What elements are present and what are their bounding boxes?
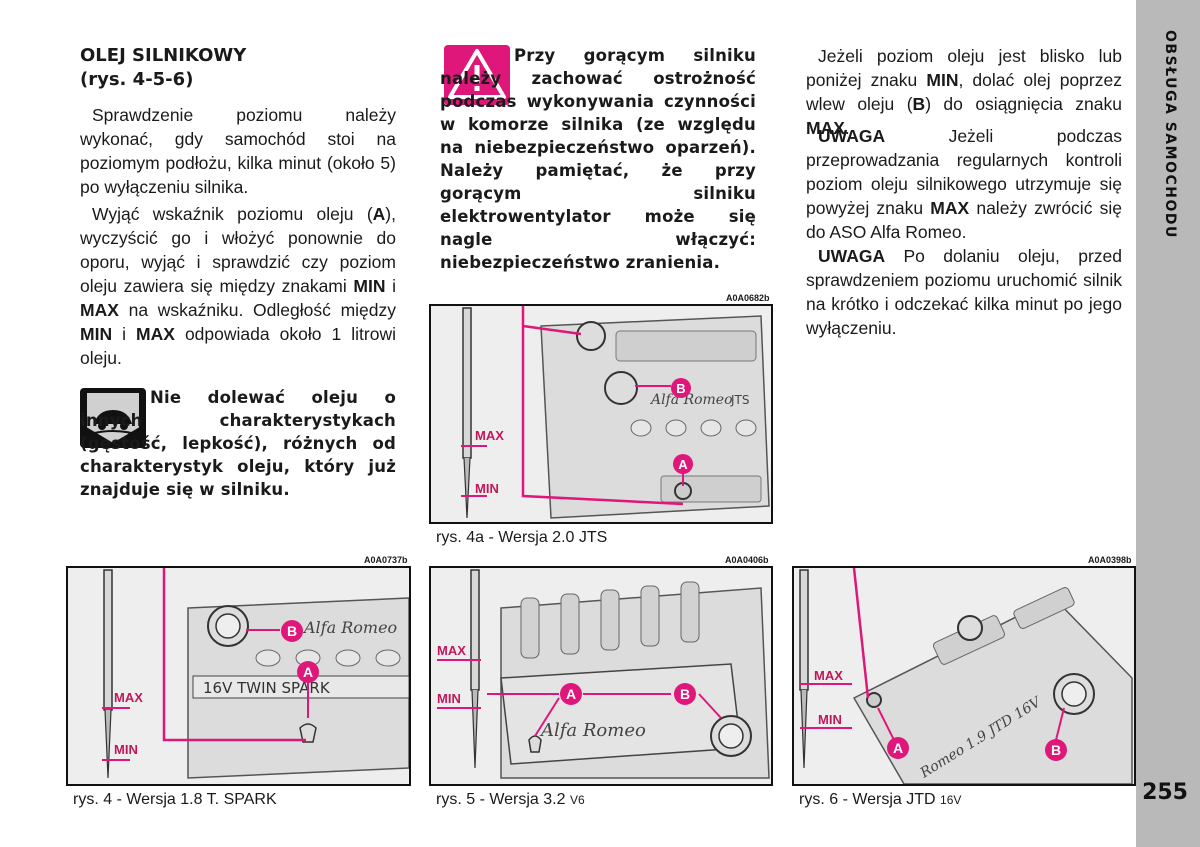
chapter-sidebar: OBSŁUGA SAMOCHODU 255 (1136, 0, 1200, 847)
figure-5-engine-3-2-v6: Alfa Romeo MAX MIN A B (429, 566, 773, 786)
callout-b: B (1051, 742, 1061, 758)
section-title: OLEJ SILNIKOWY (80, 45, 247, 66)
figure-4-caption: rys. 4 - Wersja 1.8 T. SPARK (73, 791, 277, 808)
car-on-oil-icon (80, 388, 146, 448)
figure-code: A0A0682b (726, 293, 770, 303)
figure-4a-engine-2-0-jts: Alfa Romeo JTS MAX MIN B A (429, 304, 773, 524)
figure-code: A0A0398b (1088, 555, 1132, 565)
min-label: MIN (114, 742, 138, 757)
chapter-title: OBSŁUGA SAMOCHODU (1162, 30, 1178, 239)
warning-triangle-icon (444, 45, 510, 105)
max-label: MAX (114, 690, 143, 705)
brand-logo-text: Alfa Romeo (539, 720, 646, 741)
figure-reference: rys. 4-5-6 (88, 69, 186, 90)
brand-logo-text: Alfa Romeo (302, 618, 397, 637)
callout-a: A (678, 457, 688, 472)
page-number: 255 (1142, 780, 1188, 805)
figure-4a-caption: rys. 4a - Wersja 2.0 JTS (436, 529, 608, 546)
paragraph-note-2: UWAGA Po dolaniu oleju, przed sprawdzeni… (806, 246, 1122, 338)
max-label: MAX (475, 428, 504, 443)
max-label: MAX (437, 643, 466, 658)
callout-a: A (566, 686, 576, 702)
section-subtitle: (rys. 4-5-6) (80, 69, 194, 90)
figure-4-engine-1-8-t-spark: 16V TWIN SPARK Alfa Romeo MAX MIN B A (66, 566, 411, 786)
brand-logo-text: Alfa Romeo (649, 392, 733, 408)
min-label: MIN (437, 691, 461, 706)
figure-code: A0A0737b (364, 555, 408, 565)
callout-b: B (680, 686, 690, 702)
callout-b: B (676, 381, 685, 396)
figure-6-caption: rys. 6 - Wersja JTD 16V (799, 791, 962, 808)
oil-type-note: Nie dolewać oleju o innych charakterysty… (80, 388, 396, 499)
engine-badge-text: 16V TWIN SPARK (203, 679, 331, 697)
hot-engine-warning: Przy gorącym silniku należy zachować ost… (440, 46, 756, 272)
callout-a: A (893, 740, 903, 756)
min-label: MIN (818, 712, 842, 727)
section-heading: OLEJ SILNIKOWY (rys. 4-5-6) (80, 44, 400, 92)
callout-b: B (287, 623, 297, 639)
paragraph-refill: Jeżeli poziom oleju jest blisko lub poni… (806, 46, 1122, 138)
min-label: MIN (475, 481, 499, 496)
max-label: MAX (814, 668, 843, 683)
paragraph-dipstick-procedure: Wyjąć wskaźnik poziomu oleju (A), wyczyś… (80, 204, 397, 368)
paragraph-note-1: UWAGA Jeżeli podczas przeprowadzania reg… (806, 126, 1122, 242)
figure-6-engine-jtd-16v: Romeo 1.9 JTD 16V MAX MIN A B (792, 566, 1136, 786)
engine-badge-text: JTS (730, 393, 750, 407)
figure-code: A0A0406b (725, 555, 769, 565)
paragraph-check-conditions: Sprawdzenie poziomu należy wykonać, gdy … (80, 105, 396, 197)
figure-5-caption: rys. 5 - Wersja 3.2 V6 (436, 791, 585, 808)
callout-a: A (303, 664, 313, 680)
